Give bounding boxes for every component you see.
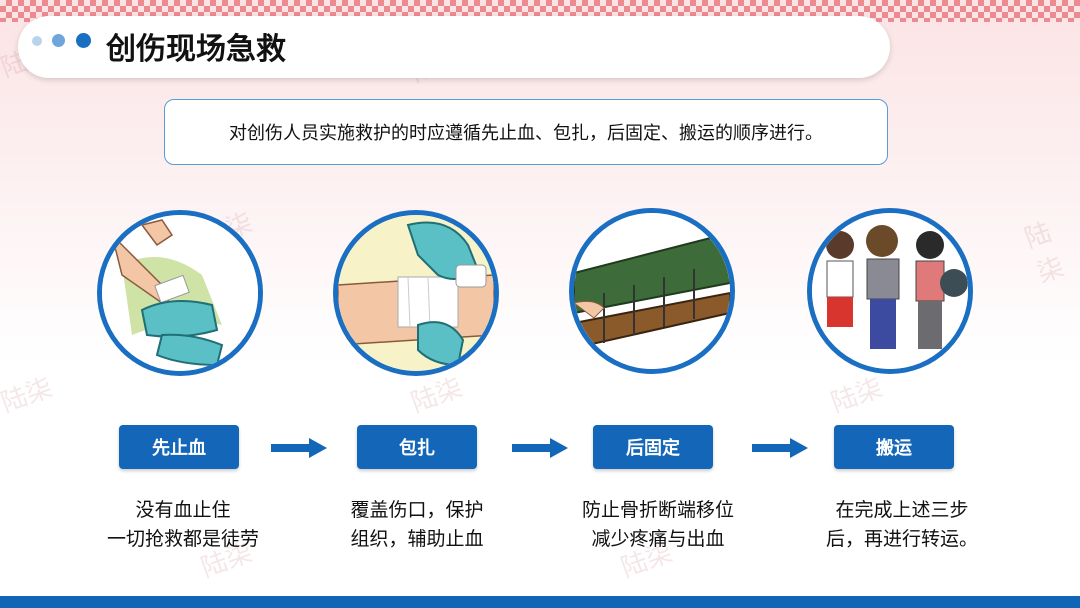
right-arrow-icon: [752, 438, 808, 458]
step-description-bandage: 覆盖伤口，保护 组织，辅助止血: [317, 496, 517, 554]
principle-text: 对创伤人员实施救护的时应遵循先止血、包扎，后固定、搬运的顺序进行。: [229, 123, 823, 144]
desc-line: 组织，辅助止血: [350, 528, 484, 550]
desc-line: 防止骨折断端移位: [581, 499, 734, 521]
page-title: 创伤现场急救: [106, 32, 286, 67]
step-description-transport: 在完成上述三步 后，再进行转运。: [802, 496, 1002, 554]
illustration-carrying: [807, 208, 973, 374]
watermark: 陆柒: [1020, 217, 1069, 290]
step-description-stop-bleeding: 没有血止住 一切抢救都是徒劳: [83, 496, 283, 554]
illustration-bandaging: [333, 210, 499, 376]
desc-line: 后，再进行转运。: [825, 528, 978, 550]
desc-line: 在完成上述三步: [835, 499, 969, 521]
step-button-stop-bleeding[interactable]: 先止血: [119, 425, 239, 469]
watermark: 陆柒: [827, 372, 887, 419]
step-description-fixation: 防止骨折断端移位 减少疼痛与出血: [558, 496, 758, 554]
bottom-bar: [0, 596, 1080, 608]
title-banner: [18, 16, 890, 78]
desc-line: 没有血止住: [135, 499, 231, 521]
step-button-bandage[interactable]: 包扎: [357, 425, 477, 469]
step-button-transport[interactable]: 搬运: [834, 425, 954, 469]
desc-line: 一切抢救都是徒劳: [106, 528, 259, 550]
step-button-fixation[interactable]: 后固定: [593, 425, 713, 469]
illustration-stop-bleeding: [97, 210, 263, 376]
principle-box: 对创伤人员实施救护的时应遵循先止血、包扎，后固定、搬运的顺序进行。: [164, 99, 888, 165]
right-arrow-icon: [271, 438, 327, 458]
illustration-splint: [569, 208, 735, 374]
watermark: 陆柒: [0, 372, 57, 419]
desc-line: 减少疼痛与出血: [591, 528, 725, 550]
desc-line: 覆盖伤口，保护: [350, 499, 484, 521]
right-arrow-icon: [512, 438, 568, 458]
